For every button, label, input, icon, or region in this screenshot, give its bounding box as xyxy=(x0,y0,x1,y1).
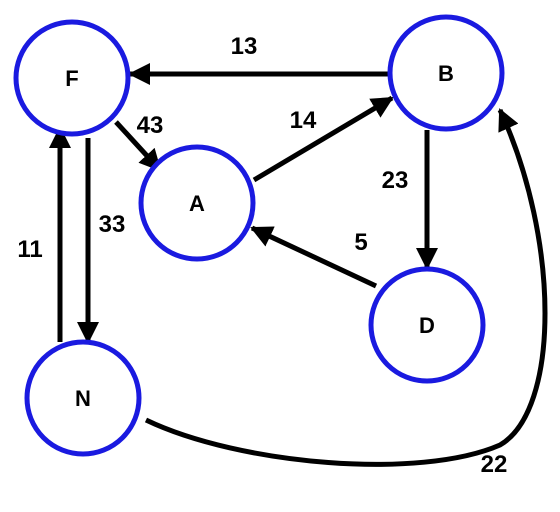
node-b-circle xyxy=(387,14,505,132)
node-a-label: A xyxy=(189,191,205,216)
edge-f-to-n-weight: 33 xyxy=(99,211,126,238)
node-n-label: N xyxy=(75,386,91,411)
edge-a-to-b xyxy=(252,95,394,183)
edge-n-to-b-weight: 22 xyxy=(481,451,508,478)
edge-b-to-d-weight: 23 xyxy=(382,167,409,194)
node-d-circle xyxy=(368,266,486,384)
node-d-label: D xyxy=(419,313,435,338)
node-f: F xyxy=(13,19,131,137)
node-a-circle xyxy=(138,144,256,262)
edge-d-to-a-weight: 5 xyxy=(354,229,367,256)
edge-a-to-b-weight: 14 xyxy=(290,107,317,134)
node-n-circle xyxy=(24,339,142,457)
edge-b-to-f-weight: 13 xyxy=(231,33,258,60)
node-a: A xyxy=(138,144,256,262)
node-n: N xyxy=(24,339,142,457)
node-f-label: F xyxy=(65,66,78,91)
edge-f-to-a xyxy=(114,120,162,172)
node-d: D xyxy=(368,266,486,384)
node-f-circle xyxy=(13,19,131,137)
edge-f-to-a-weight: 43 xyxy=(137,112,164,139)
node-b: B xyxy=(387,14,505,132)
node-b-label: B xyxy=(438,61,454,86)
edge-n-to-f-weight: 11 xyxy=(17,236,42,263)
edge-n-to-b xyxy=(144,108,548,467)
edge-d-to-a xyxy=(250,225,378,289)
